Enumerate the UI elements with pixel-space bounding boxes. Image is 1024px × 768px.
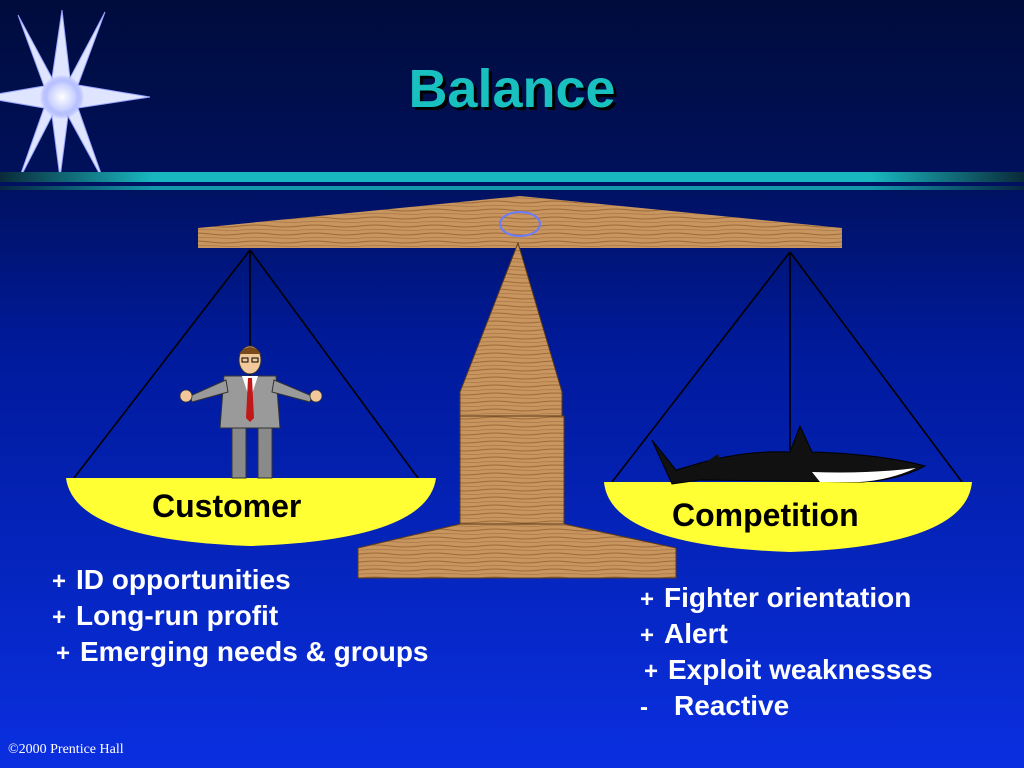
bullet-sign: + (56, 640, 71, 667)
bullet-text: Emerging needs & groups (80, 636, 429, 667)
list-item: -Reactive (640, 689, 933, 725)
left-pan (66, 478, 436, 546)
bullet-text: ID opportunities (76, 564, 291, 595)
bullet-sign: + (644, 658, 659, 685)
list-item: + Exploit weaknesses (640, 653, 933, 689)
right-pan (604, 482, 972, 552)
header-stripe (0, 172, 1024, 182)
competition-pan-label: Competition (672, 497, 859, 533)
customer-bullet-list: +ID opportunities +Long-run profit +Emer… (52, 563, 429, 671)
bullet-sign: + (52, 604, 67, 631)
list-item: + Fighter orientation (640, 581, 933, 617)
bullet-sign: - (640, 694, 648, 721)
customer-pan-label: Customer (152, 488, 302, 524)
bullet-text: Fighter orientation (664, 582, 912, 613)
shark-figure (651, 424, 927, 485)
bullet-text: Exploit weaknesses (668, 654, 933, 685)
bullet-sign: + (52, 568, 67, 595)
bullet-sign: + (640, 622, 655, 649)
bullet-sign: + (640, 586, 655, 613)
scale-stand (357, 241, 677, 579)
starburst-icon (0, 9, 151, 183)
pivot-ring (499, 211, 541, 237)
right-pan-strings (611, 251, 963, 483)
list-item: + Emerging needs & groups (52, 635, 429, 671)
slide-title: Balance (408, 59, 616, 119)
competition-bullet-list: +Fighter orientation +Alert +Exploit wea… (640, 581, 933, 725)
list-item: + Alert (640, 617, 933, 653)
copyright-footer: ©2000 Prentice Hall (8, 742, 124, 757)
businessman-figure (179, 345, 323, 479)
header-stripe-thin (0, 186, 1024, 190)
bullet-text: Alert (664, 618, 728, 649)
bullet-text: Long-run profit (76, 600, 279, 631)
list-item: + ID opportunities (52, 563, 429, 599)
list-item: + Long-run profit (52, 599, 429, 635)
scale-beam (198, 196, 842, 248)
bullet-text: Reactive (674, 690, 790, 721)
